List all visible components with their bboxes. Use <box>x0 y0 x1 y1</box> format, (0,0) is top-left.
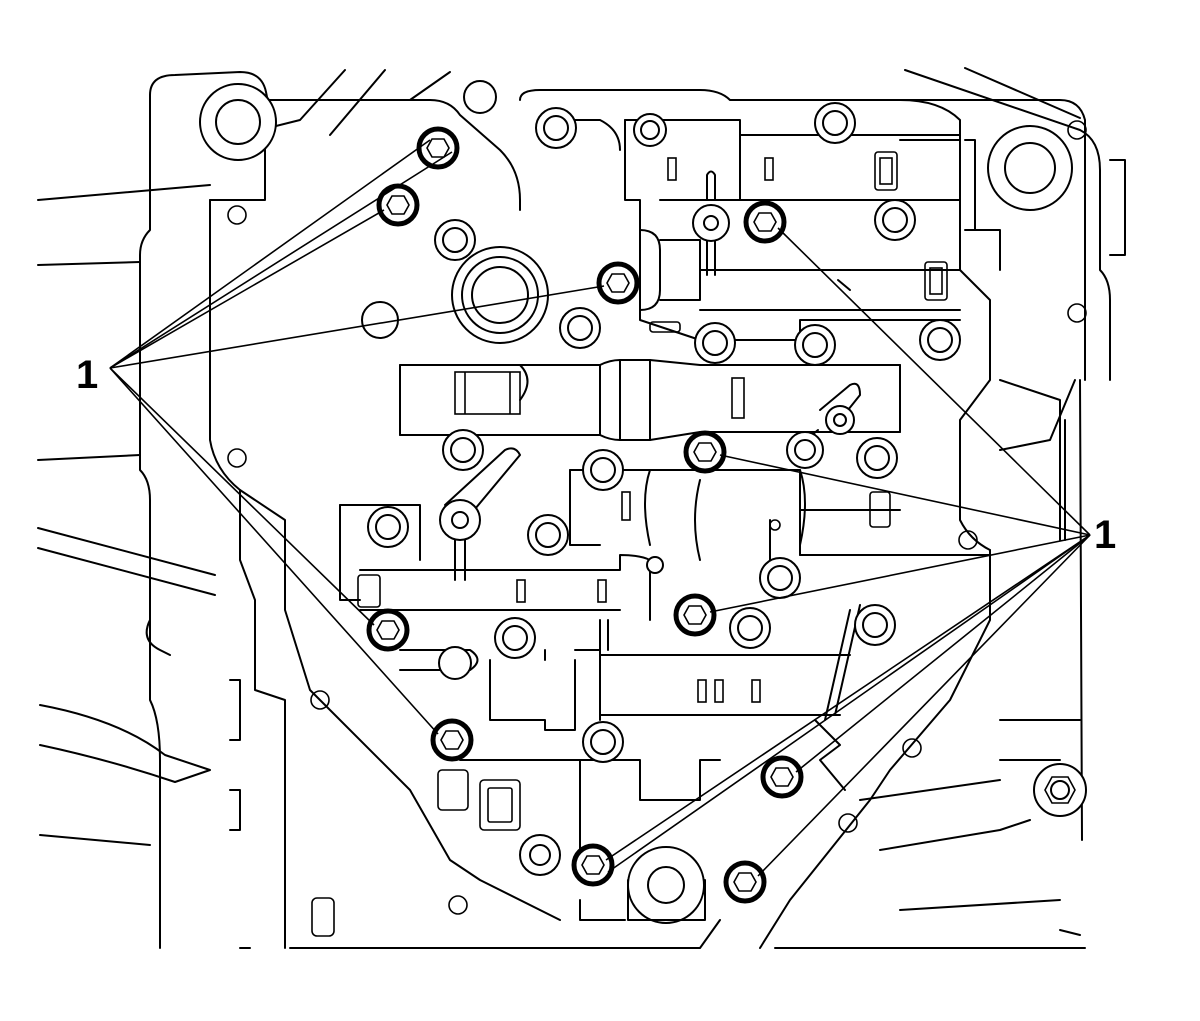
highlighted-bolts <box>366 126 804 904</box>
bolt-bottom-right <box>723 860 767 904</box>
bolt-lower-right <box>760 755 804 799</box>
callout-label-right: 1 <box>1094 513 1116 557</box>
bolt-center-upper <box>596 261 640 305</box>
lever-details <box>439 80 861 581</box>
bolt-center-middle <box>683 430 727 474</box>
lower-spool-section <box>229 469 991 937</box>
boss-holes <box>227 102 1087 915</box>
bolt-upper-left-2 <box>376 183 420 227</box>
large-bores <box>199 83 1073 924</box>
bolt-upper-left-1 <box>416 126 460 170</box>
left-leader-lines <box>109 139 605 735</box>
right-leader-lines <box>605 227 1091 877</box>
bolt-center-lower <box>673 593 717 637</box>
valve-body-plate <box>209 89 1086 949</box>
bolt-left-middle <box>366 608 410 652</box>
bolt-bottom-center <box>571 843 615 887</box>
bolt-upper-right <box>743 200 787 244</box>
upper-valve-block <box>624 119 1001 341</box>
callout-label-left: 1 <box>76 353 98 397</box>
middle-spool-valve <box>399 359 901 441</box>
bolt-lower-left <box>430 718 474 762</box>
